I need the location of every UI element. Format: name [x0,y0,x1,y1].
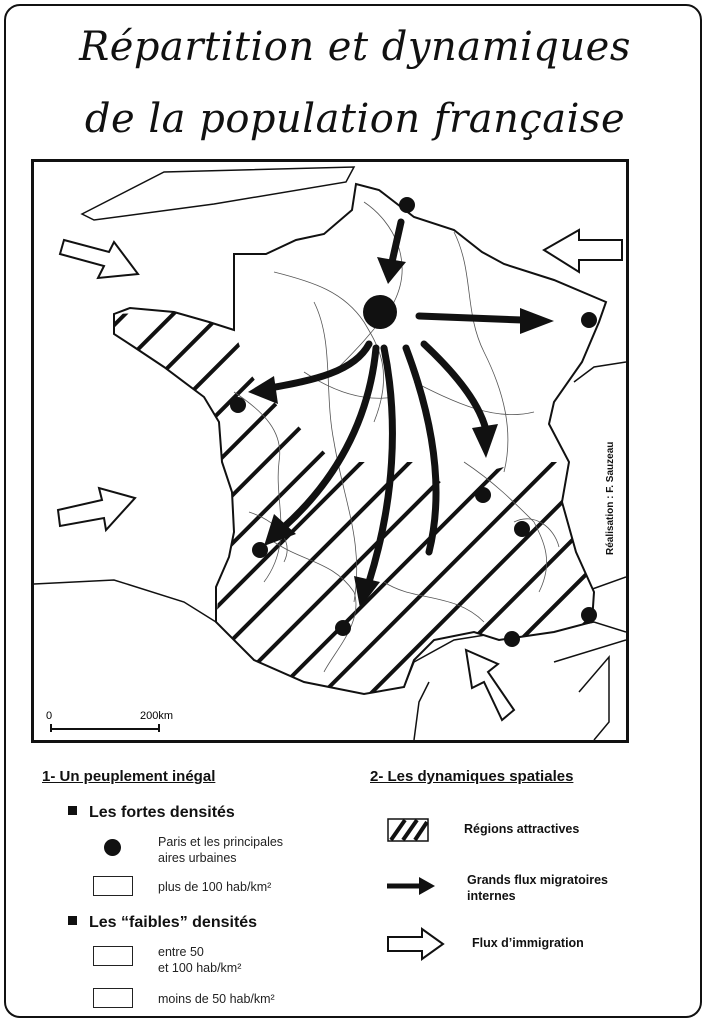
density-boundaries [233,201,560,673]
city-grenoble [514,521,530,537]
city-marseille [504,631,520,647]
under-50-swatch [93,988,133,1008]
scale-tick-end [158,724,160,732]
legend-weak-densities: Les “faibles” densités [68,914,257,932]
over-100-swatch [93,876,133,896]
legend-flows-label: Grands flux migratoires internes [467,872,608,904]
mid-density-swatch [93,946,133,966]
arrowhead-east [520,308,554,334]
scale-start-label: 0 [46,710,53,722]
city-paris [363,295,397,329]
arrowhead-north [377,257,406,284]
flow-paris-east [415,312,526,324]
legend-mid-line-2: et 100 hab/km² [158,961,242,975]
legend-over-100-label: plus de 100 hab/km² [158,880,272,894]
flow-north-to-paris [388,218,405,266]
migration-arrowheads [248,257,554,608]
legend-cities-line-1: Paris et les principales [158,835,284,849]
bullet-square-icon [68,806,77,815]
legend-section-2-heading: 2- Les dynamiques spatiales [370,768,574,785]
urban-areas [230,197,597,647]
legend-under-50-label: moins de 50 hab/km² [158,992,275,1006]
arrowhead-south-east [472,424,498,458]
arrowhead-west [248,376,278,404]
city-nantes [230,397,246,413]
city-lille [399,197,415,213]
map-frame [31,159,629,743]
city-lyon [475,487,491,503]
arrowhead-south [354,576,380,608]
flow-paris-south-east [420,340,490,434]
immigration-arrow-swatch [387,927,445,961]
legend-cities-label: Paris et les principales aires urbaines [158,834,283,866]
immigration-arrow-north-east [542,228,623,274]
attractive-regions-swatch [387,818,429,842]
legend-section-1-heading: 1- Un peuplement inégal [42,768,216,785]
legend-flows-line-2: internes [467,889,516,903]
city-strasbourg [581,312,597,328]
flow-paris-west [266,340,373,392]
scale-line [50,728,160,730]
city-nice [581,607,597,623]
immigration-arrow-west [56,486,137,533]
legend-weak-densities-label: Les “faibles” densités [89,914,258,931]
immigration-arrow-south-east [464,648,516,722]
scale-end-label: 200km [140,710,174,722]
flow-paris-south-west [280,344,380,531]
city-bordeaux [252,542,268,558]
legend-mid-density-label: entre 50 et 100 hab/km² [158,944,241,976]
france-map [34,166,626,740]
legend-immigration-label: Flux d’immigration [472,936,584,950]
legend-strong-densities: Les fortes densités [68,804,235,822]
page-frame [4,4,702,1018]
legend-strong-densities-label: Les fortes densités [89,804,235,821]
scale-tick-start [50,724,52,732]
legend-flows-line-1: Grands flux migratoires [467,873,609,887]
legend-mid-line-1: entre 50 [158,945,204,959]
city-toulouse [335,620,351,636]
immigration-arrow-north-west [58,238,140,280]
map-title-line-1: Répartition et dynamiques [79,24,631,70]
immigration-arrows [56,228,623,722]
attractive-regions-hatching [114,312,594,694]
legend-attractive-label: Régions attractives [464,822,580,836]
map-credit: Réalisation : F. Sauzeau [605,441,616,555]
city-dot-swatch [104,839,121,856]
map-title-line-2: de la population française [84,96,626,142]
legend-cities-line-2: aires urbaines [158,851,237,865]
arrowhead-south-west [264,514,296,546]
migration-flow-arrows [266,218,526,586]
flow-paris-south [365,344,396,586]
migration-arrow-swatch [387,877,435,895]
scale-bar: 0 200km [44,710,174,740]
bullet-square-icon [68,916,77,925]
neighbouring-coastlines [34,166,626,740]
flow-paris-south-south-east [402,344,440,556]
